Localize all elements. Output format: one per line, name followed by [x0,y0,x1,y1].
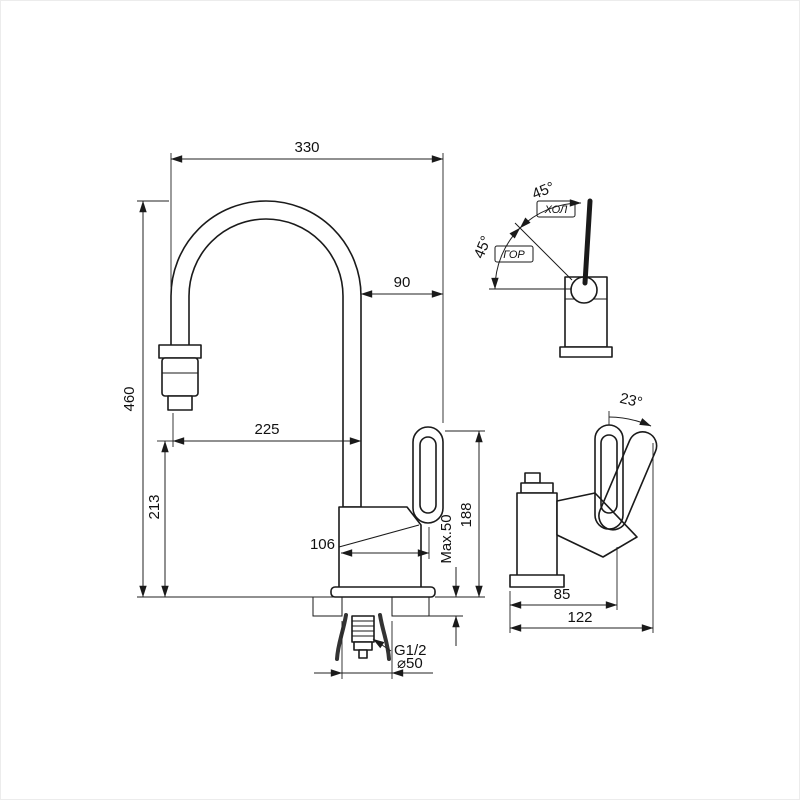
dim-body-width: 106 [310,527,430,559]
dim-overall-height-label: 460 [121,386,138,411]
deck-flange [330,586,436,598]
dim-lever-tilt-label: 23° [618,390,644,412]
top-rotation-view: 45° 45° ХОЛ ГОР [471,179,613,358]
dim-overall-width-label: 330 [294,139,319,156]
cold-label: ХОЛ [544,204,568,216]
dim-handle-height: 188 [435,430,485,598]
thread-callout: G1/2 [372,638,427,659]
top-view-body [559,276,613,358]
faucet-body [338,506,422,590]
thread-label: G1/2 [394,642,427,659]
dim-spray-height-label: 213 [146,494,163,519]
dim-spout-depth-label: 85 [554,586,571,603]
dim-body-width-label: 106 [310,536,335,553]
supply-hoses [335,613,391,661]
dim-handle-height-label: 188 [458,502,475,527]
rotation-arc-hot [491,227,521,290]
dim-spout-depth: 85 [509,547,618,633]
dim-overall-width: 330 [170,139,444,423]
dim-deck-thickness: Max.50 [429,514,463,646]
lever-handle [412,426,444,524]
dim-deck-thickness-label: Max.50 [438,514,455,563]
dim-hole-diameter-label: ⌀50 [397,655,423,672]
hot-label-box: ГОР [494,245,534,263]
spray-head [158,344,202,411]
dim-lever-tilt: 23° [608,390,652,427]
dim-spray-reach: 225 [172,413,362,447]
dim-spout-offset-label: 90 [394,274,411,291]
rotation-angle-left-label: 45° [471,233,496,261]
side-view-body [509,472,638,588]
dim-spout-offset: 90 [360,274,444,300]
side-spout [556,492,638,558]
dim-overall-depth: 122 [509,443,654,633]
countertop-section [312,596,430,617]
dim-overall-depth-label: 122 [567,609,592,626]
side-view: 23° 85 122 [509,390,658,633]
front-view: 330 90 460 225 213 [121,139,485,679]
threaded-shank [351,615,375,659]
handle-position-45 [514,222,573,281]
handle-current-position [582,198,593,286]
dim-overall-height: 460 [121,200,331,598]
cold-label-box: ХОЛ [536,200,576,218]
hot-label: ГОР [503,249,525,261]
dim-hole-diameter: ⌀50 [314,621,433,679]
dim-spray-height: 213 [146,440,173,598]
dim-spray-reach-label: 225 [254,421,279,438]
rotation-angle-right-label: 45° [530,179,557,203]
